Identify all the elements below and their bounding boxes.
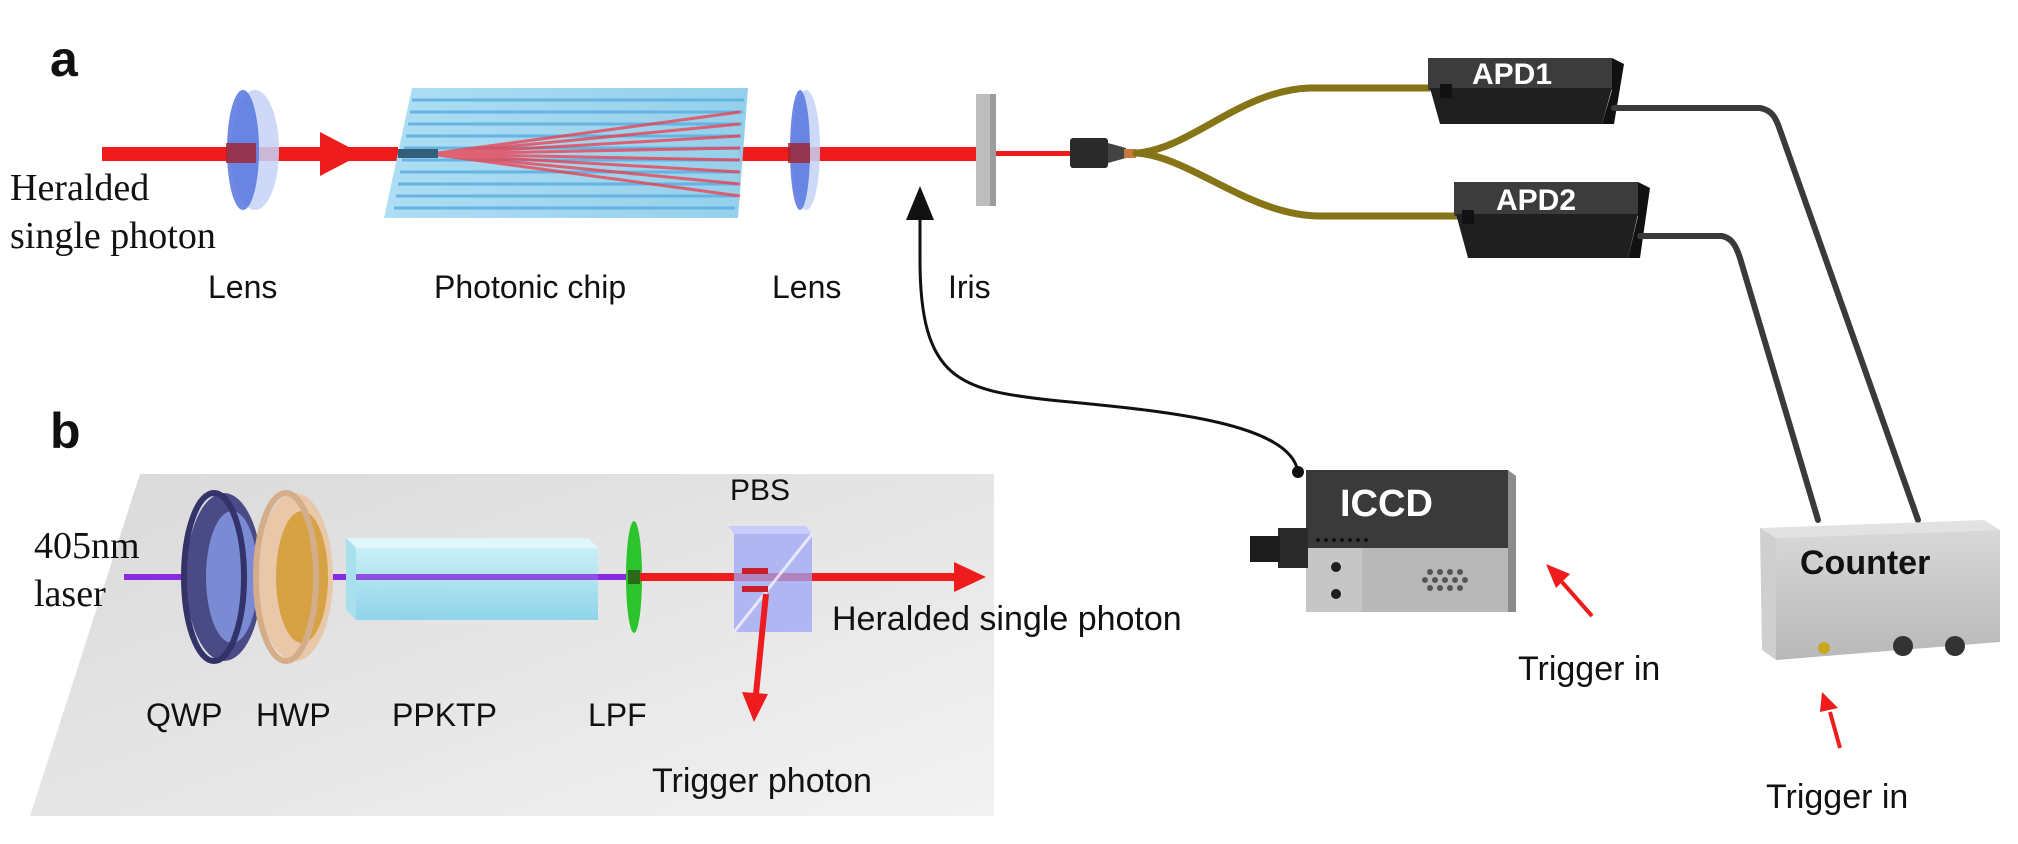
ppktp-label: PPKTP [392, 697, 497, 733]
crystal-icon [346, 538, 598, 620]
lpf-label: LPF [588, 697, 647, 733]
beam-splitter-icon [728, 526, 814, 633]
source-label-line2: single photon [10, 215, 216, 257]
trigger-arrow-counter [1820, 692, 1842, 749]
chip-label: Photonic chip [434, 269, 626, 305]
beam-direction-arrow [320, 132, 362, 176]
iccd-label: ICCD [1340, 483, 1433, 525]
signal-cables [1611, 105, 1921, 523]
lens1-label: Lens [208, 269, 277, 305]
pbs-label: PBS [730, 474, 790, 507]
iccd-cable [906, 186, 1304, 478]
iris-icon [976, 94, 996, 206]
hwp-label: HWP [256, 697, 331, 733]
laser-label-line2: laser [34, 573, 106, 615]
fiber-split [1132, 84, 1466, 220]
waveplate-icon [181, 490, 262, 664]
panel-label-a: a [50, 31, 79, 87]
waveplate-icon [253, 490, 333, 664]
apd-icon: APD2 [1454, 182, 1650, 258]
trigger-in-counter-label: Trigger in [1766, 778, 1908, 816]
trigger-arrow-iccd [1546, 564, 1594, 618]
laser-label-line1: 405nm [34, 525, 140, 567]
iccd-camera-icon: ICCD [1250, 470, 1516, 612]
heralded-photon-label: Heralded single photon [832, 600, 1182, 638]
counter-icon: Counter [1760, 520, 2000, 660]
lens-icon [226, 90, 279, 210]
counter-label: Counter [1800, 544, 1930, 582]
qwp-label: QWP [146, 697, 222, 733]
trigger-in-iccd-label: Trigger in [1518, 650, 1660, 688]
fiber-coupler-icon [1070, 138, 1136, 168]
apd2-label: APD2 [1496, 184, 1576, 217]
apd-icon: APD1 [1428, 58, 1624, 124]
photonic-chip-icon [384, 88, 748, 218]
filter-icon [626, 521, 642, 633]
light-propagation [429, 110, 741, 198]
apd1-label: APD1 [1472, 58, 1552, 91]
trigger-beam [742, 593, 769, 722]
lens2-label: Lens [772, 269, 841, 305]
panel-label-b: b [50, 403, 81, 459]
source-label-line1: Heralded [10, 167, 149, 209]
lens-icon [788, 90, 820, 210]
trigger-photon-label: Trigger photon [652, 762, 872, 800]
iris-label: Iris [948, 269, 991, 305]
